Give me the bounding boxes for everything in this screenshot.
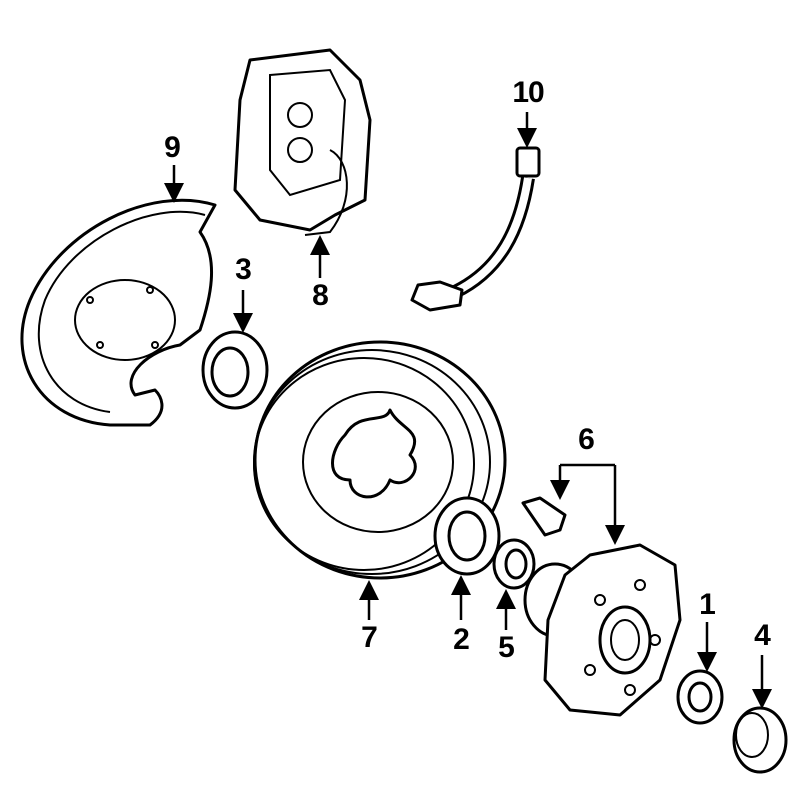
leader-arrows <box>164 112 772 709</box>
callout-5: 5 <box>498 631 515 664</box>
callout-10: 10 <box>512 76 544 109</box>
callout-1: 1 <box>699 588 716 621</box>
seal-5 <box>492 538 536 590</box>
callout-2: 2 <box>453 623 470 656</box>
callout-6: 6 <box>578 423 595 456</box>
callout-4: 4 <box>754 619 771 652</box>
callout-9: 9 <box>164 131 181 164</box>
wheel-hub <box>523 543 682 717</box>
brake-caliper <box>233 48 372 236</box>
brake-hose <box>410 146 541 312</box>
grease-cap <box>732 706 788 774</box>
outer-bearing-2 <box>433 496 501 576</box>
inner-seal <box>201 330 269 410</box>
wheel-stud <box>521 496 567 537</box>
callout-3: 3 <box>235 253 252 286</box>
callout-7: 7 <box>361 621 378 654</box>
splash-shield <box>20 198 217 427</box>
bearing-1 <box>676 669 724 725</box>
callout-8: 8 <box>312 279 329 312</box>
